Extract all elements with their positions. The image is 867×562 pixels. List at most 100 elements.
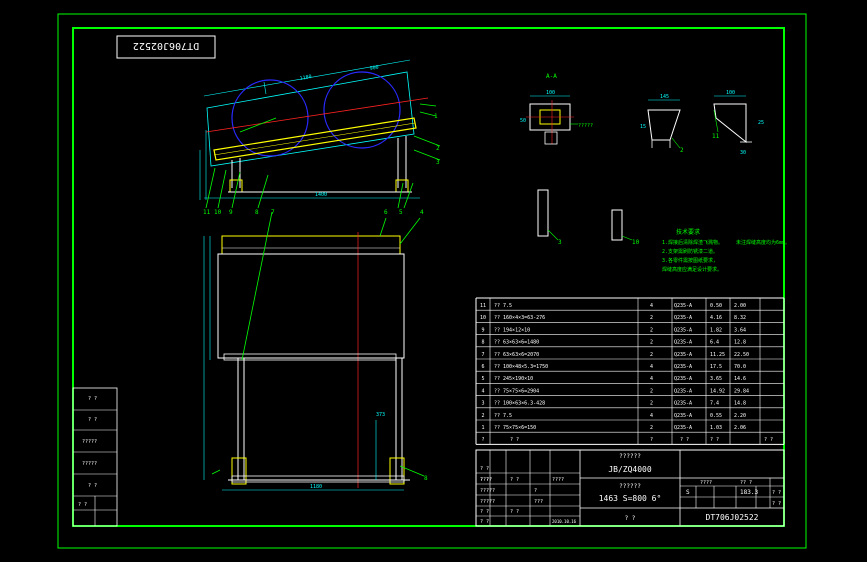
table-cell-name: ?? 63×63×6=2070 [494,352,539,358]
detail-callout-10: 10 [632,239,640,246]
mirrored-code-text: DT706J02522 [133,40,199,51]
detail-callout-3: 3 [558,239,562,246]
table-cell-name: ?? 63×63×6=1480 [494,340,539,346]
top-dim-1180: 1180 [299,74,312,82]
tb-sheet: ? ? [772,501,781,507]
table-cell-total: 22.50 [734,352,749,358]
tb-name: ? ? [625,515,636,522]
table-cell-total: 8.32 [734,315,746,321]
top-view-elevation: 1180 900 1400 11 10 9 [199,59,441,216]
tb-weight: 183.3 [740,489,758,496]
table-cell-total: 29.84 [734,388,749,394]
table-cell-name: ?? 194×12×10 [494,327,530,333]
table-cell-total: 12.8 [734,340,746,346]
plan-callout-4: 4 [420,209,424,216]
tb-weight-label: ?? ? [740,480,752,486]
tb-grid-5: ??? [534,499,543,505]
table-cell-qty: 2 [650,401,653,407]
tb-project: ?????? [619,453,641,460]
table-cell-mat: Q235-A [674,376,692,382]
strip-6: ? ? [78,502,87,508]
table-cell-qty: 4 [650,303,653,309]
tech-req-line-1: 1.焊接后清除焊渣飞溅物。 [662,239,723,246]
table-cell-unit: 0.50 [710,303,722,309]
table-cell-mat: Q235-A [674,327,692,333]
table-header-qty: ? [650,437,653,443]
table-header-total: ? ? [764,437,773,443]
side-dim-373: 373 [376,412,385,418]
callout-8: 8 [255,209,259,216]
callout-9: 9 [229,209,233,216]
table-cell-qty: 4 [650,364,653,370]
tb-standard: JB/ZQ4000 [608,465,652,474]
table-cell-name: ?? 7.5 [494,413,512,419]
table-cell-no: 10 [480,315,486,321]
table-cell-unit: 6.4 [710,340,719,346]
tech-req-line-2: 2.支架需刷防锈漆二道。 [662,248,718,255]
tb-sign-6: ? ? [480,519,489,525]
tb-grid-4: ???? [552,477,564,483]
table-cell-total: 70.0 [734,364,746,370]
table-cell-name: ?? 75×75×6=2904 [494,388,539,394]
detail-dim-145: 145 [660,94,669,100]
callout-3: 3 [436,159,440,166]
table-cell-no: 4 [481,388,484,394]
table-cell-qty: 4 [650,413,653,419]
tb-sign-2: ? ? [480,477,489,483]
detail-note: ????? [578,123,593,129]
callout-10: 10 [214,209,222,216]
tb-code: DT706J02522 [706,513,759,522]
side-view: 1180 373 4 8 [203,209,428,491]
table-cell-no: 2 [481,413,484,419]
table-cell-total: 14.6 [734,376,746,382]
table-cell-qty: 4 [650,376,653,382]
tb-spec: 1463 S=800 6° [599,494,662,503]
bottom-dim-1400: 1400 [315,192,327,198]
table-cell-no: 5 [481,376,484,382]
sheet-outer-border [57,13,807,549]
title-block: ?????? JB/ZQ4000 ?????? 1463 S=800 6° ? … [475,449,785,527]
tb-sign-5: ? ? [480,509,489,515]
tech-req-line-4: 焊缝高度应满足设计要求。 [662,266,722,273]
table-cell-qty: 2 [650,327,653,333]
tb-grid-1: ? ? [510,477,519,483]
table-header-mat: ? ? [680,437,689,443]
table-cell-no: 6 [481,364,484,370]
detail-dim-15: 15 [640,124,646,130]
table-cell-no: 11 [480,303,486,309]
drum-circle-left [231,79,309,157]
table-cell-name: ?? 245×190×10 [494,376,533,382]
detail-dim-100: 100 [546,90,555,96]
table-cell-mat: Q235-A [674,315,692,321]
callout-11: 11 [203,209,211,216]
tb-date: 2010.10.16 [552,519,577,524]
table-header-no: ? [481,437,484,443]
detail-callout-11: 11 [712,133,720,140]
tb-grid-3: ???? [480,477,492,483]
table-cell-mat: Q235-A [674,388,692,394]
table-cell-total: 2.06 [734,425,746,431]
table-cell-unit: 3.65 [710,376,722,382]
table-cell-total: 2.20 [734,413,746,419]
tb-scale: S [686,489,690,496]
table-cell-mat: Q235-A [674,401,692,407]
tech-requirements: 技术要求 1.焊接后清除焊渣飞溅物。 2.支架需刷防锈漆二道。 3.各零件需按图… [662,228,790,273]
table-cell-unit: 0.55 [710,413,722,419]
table-cell-no: 7 [481,352,484,358]
strip-4: ????? [82,461,97,467]
table-cell-name: ?? 75×75×6=150 [494,425,536,431]
table-cell-qty: 2 [650,425,653,431]
sheet-inner-border [72,27,785,527]
drum-circle-right [323,71,401,149]
table-cell-total: 14.8 [734,401,746,407]
strip-1: ? ? [88,396,97,402]
strip-5: ? ? [88,483,97,489]
tb-sheet-label: ? ? [772,490,781,496]
callout-7: 7 [271,209,275,216]
detail-callout-2: 2 [680,147,684,154]
tech-req-note: 未注焊缝高度均为6mm。 [736,239,790,246]
table-cell-mat: Q235-A [674,413,692,419]
